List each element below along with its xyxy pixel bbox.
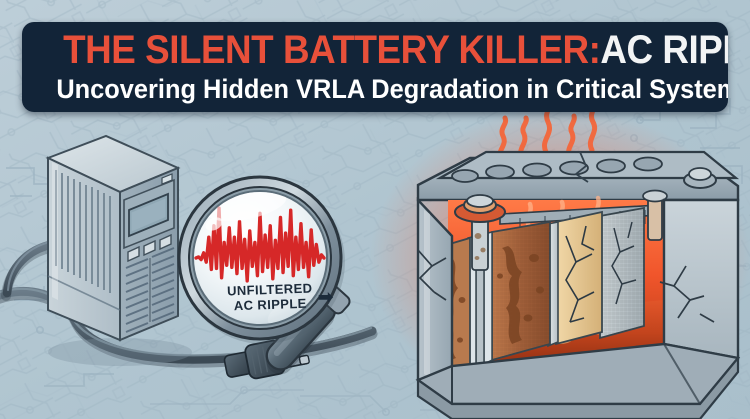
battery-plate-stack	[435, 206, 645, 384]
plate-tan-sulfated	[555, 210, 603, 346]
battery-terminal-negative	[454, 194, 506, 271]
page-subtitle: Uncovering Hidden VRLA Degradation in Cr…	[56, 74, 728, 104]
plate-corroded-front	[491, 220, 551, 362]
magnifier	[177, 175, 351, 375]
ups-tower	[45, 134, 192, 366]
corrosion-spots	[497, 246, 544, 344]
ripple-callout-label: UNFILTERED AC RIPPLE	[222, 280, 319, 314]
title-banner: THE SILENT BATTERY KILLER:AC RIPPLE Unco…	[22, 22, 728, 112]
battery-terminal-positive	[642, 189, 668, 241]
battery-case-right	[662, 198, 740, 360]
battery-vent-caps	[451, 156, 663, 183]
ripple-label-line-2: AC RIPPLE	[233, 295, 307, 314]
battery-top-terminal	[683, 167, 717, 189]
headline-primary: THE SILENT BATTERY KILLER:	[63, 28, 601, 72]
ups-control-panel	[123, 173, 175, 250]
magnifier-lens	[192, 190, 328, 326]
ups-status-led	[161, 173, 173, 185]
plate-cracks	[565, 225, 595, 323]
ups-buttons	[127, 233, 172, 263]
case-crack-right	[659, 265, 715, 323]
ups-side-vents	[55, 170, 111, 293]
headline-accent: AC RIPPLE	[600, 28, 728, 72]
plate-cracks	[611, 221, 637, 305]
arrow-right-icon: ➡	[318, 287, 334, 307]
case-crack-left	[417, 249, 447, 301]
page-title: THE SILENT BATTERY KILLER:AC RIPPLE	[63, 28, 728, 72]
vrla-battery-cutaway	[415, 95, 741, 419]
ups-front-vents	[125, 247, 175, 333]
plate-gray-back	[599, 206, 645, 340]
